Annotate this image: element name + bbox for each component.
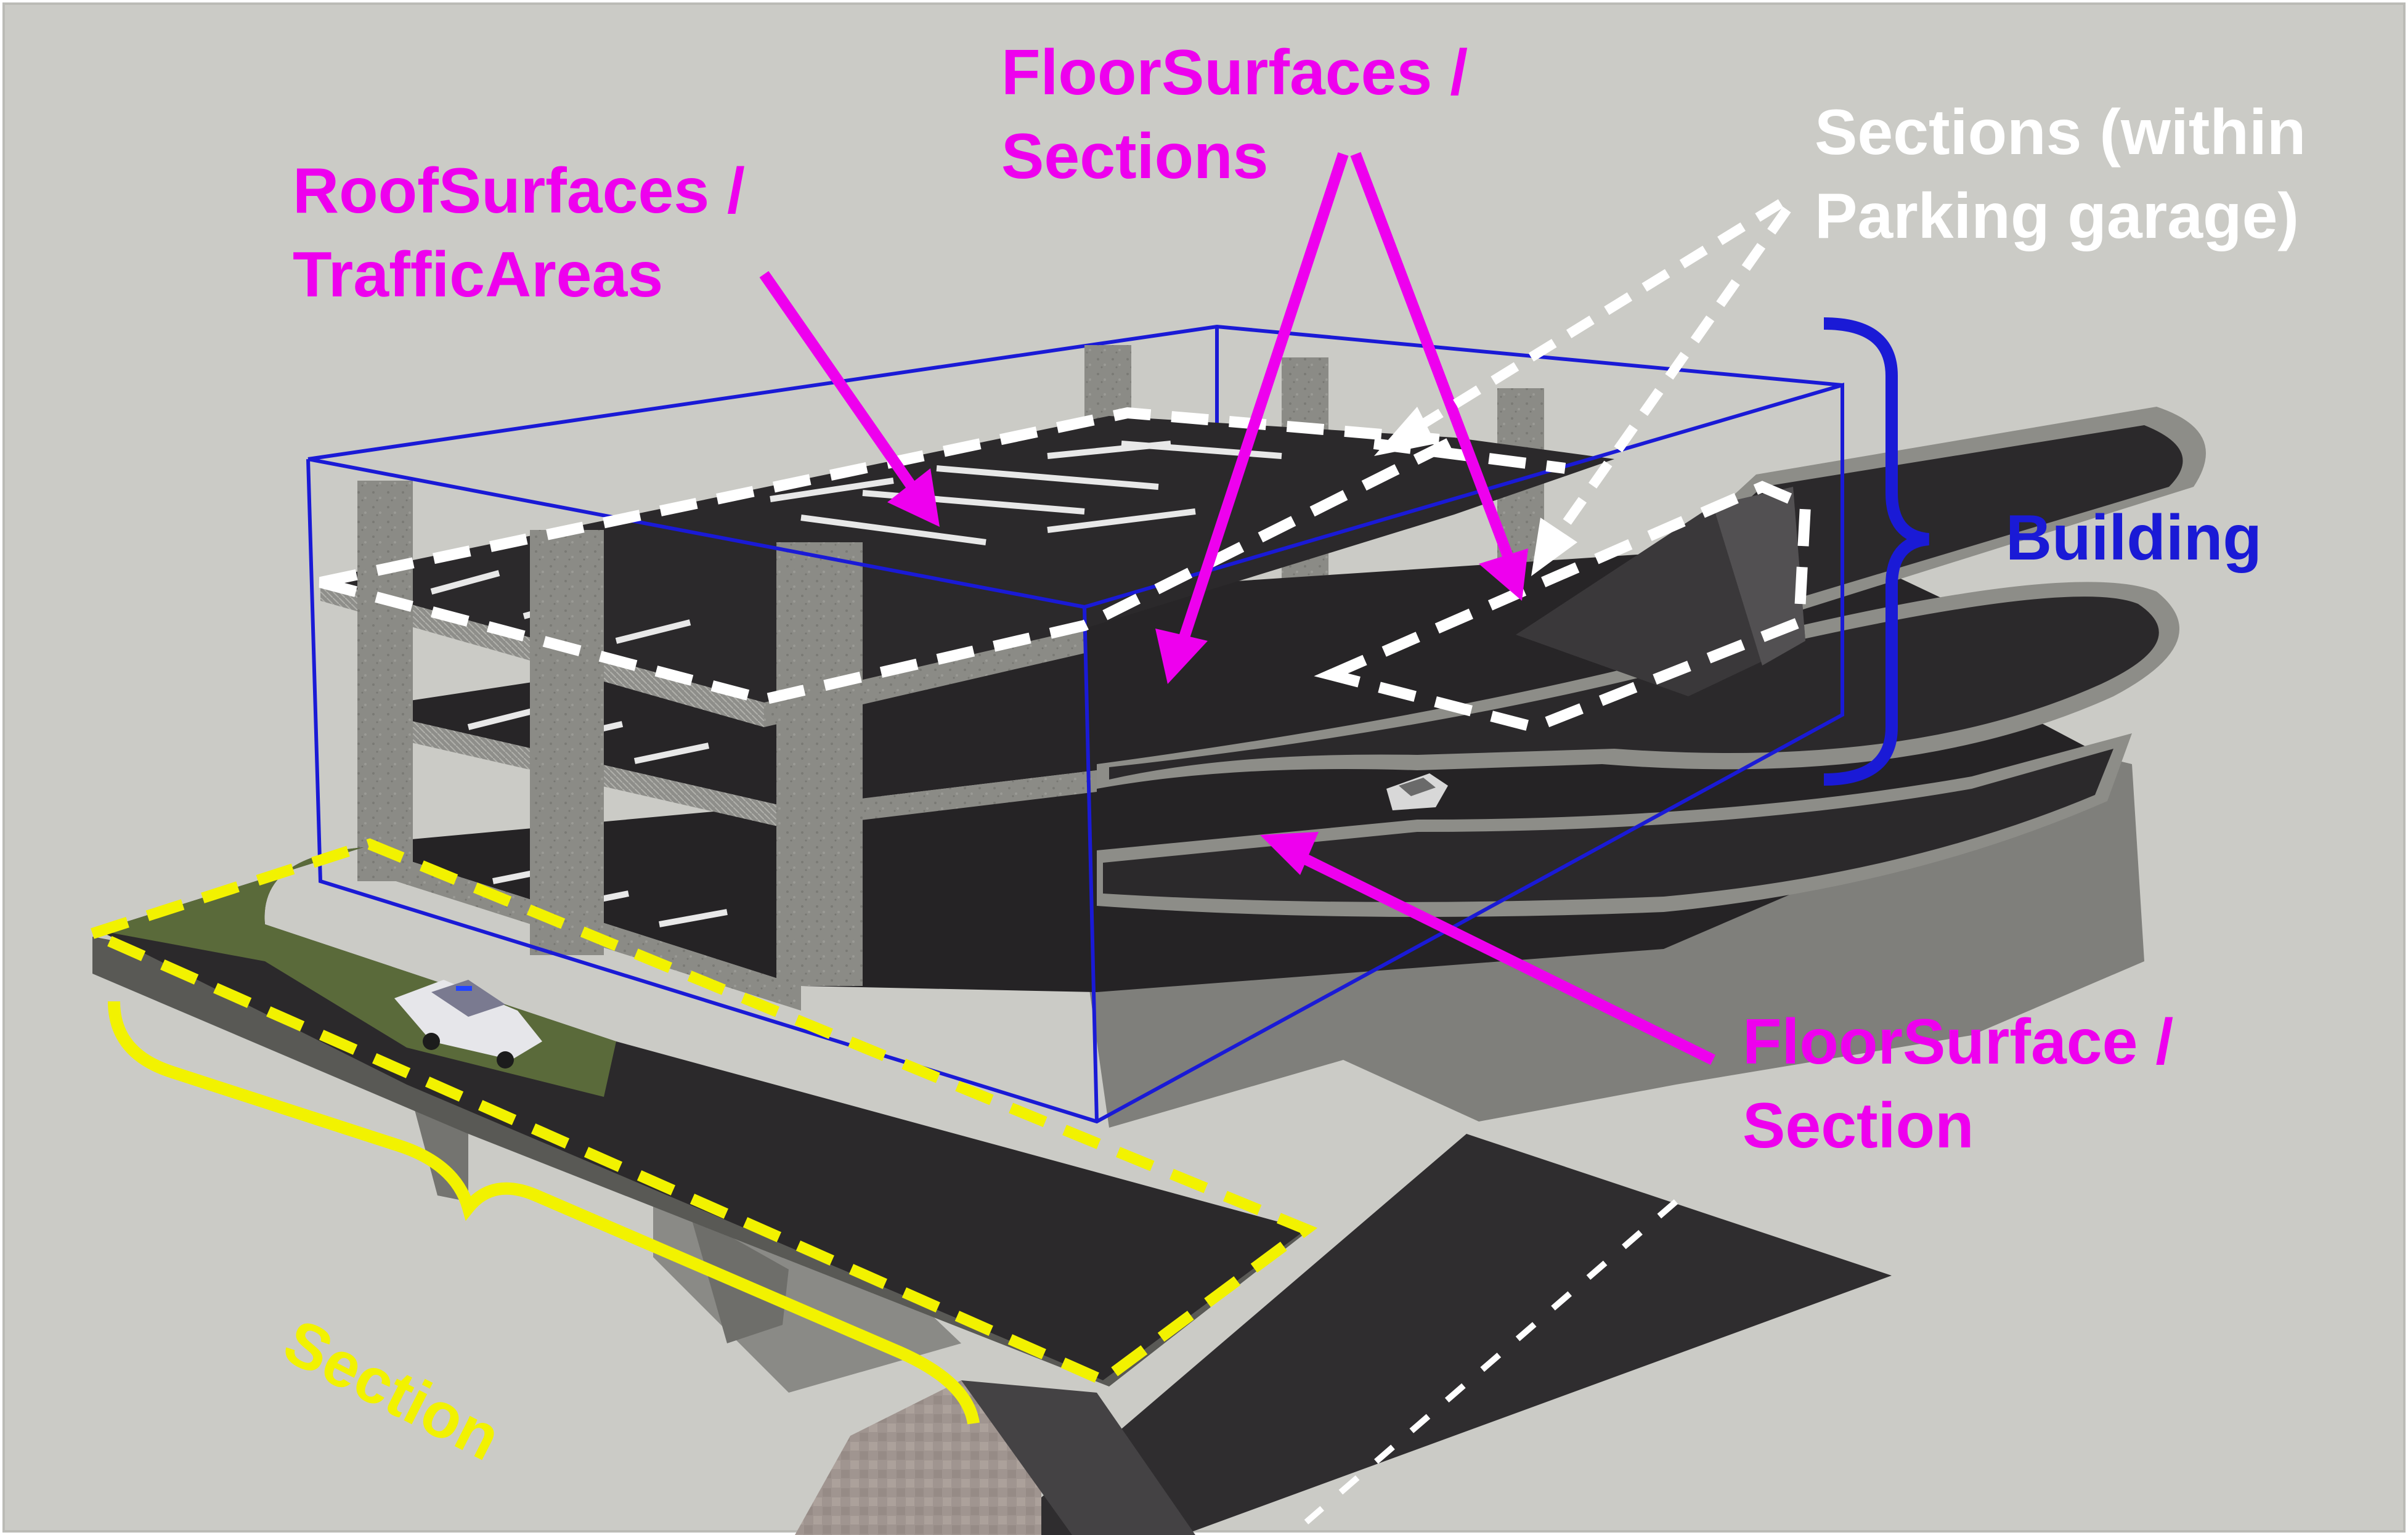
column-front-2 [530,530,604,955]
label-sections-within-garage: Sections (within Parking garage) [1815,91,2306,258]
label-floorsurface-section: FloorSurface / Section [1743,1000,2173,1168]
column-front-1 [357,481,413,881]
label-roofsurfaces: RoofSurfaces / TrafficAreas [293,149,745,317]
column-front-3 [776,542,863,986]
label-floorsurfaces-sections: FloorSurfaces / Sections [1001,31,1468,198]
label-building: Building [2006,496,2262,580]
